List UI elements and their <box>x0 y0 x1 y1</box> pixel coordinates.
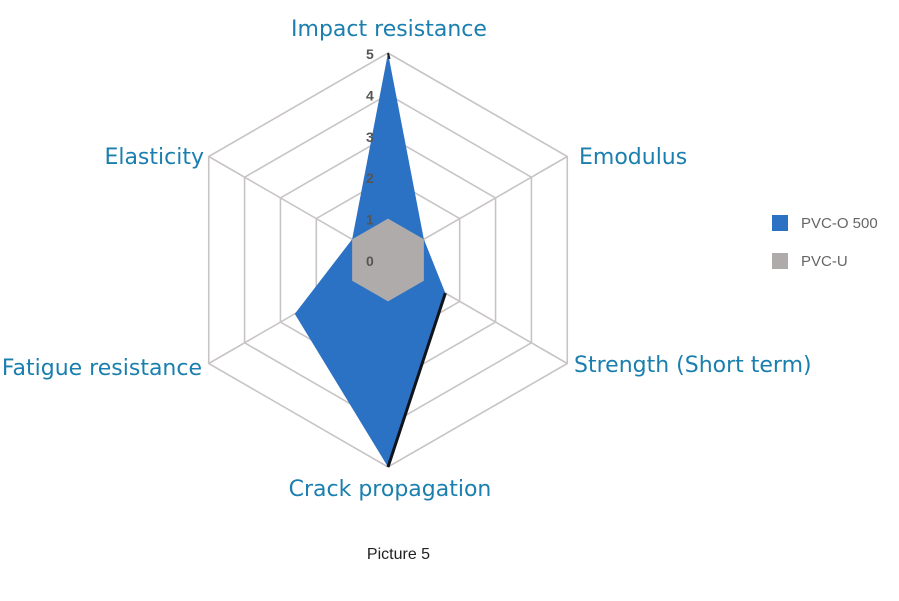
tick-label-0: 0 <box>366 253 374 269</box>
axis-label-4: Fatigue resistance <box>2 356 202 381</box>
tick-label-1: 1 <box>366 212 374 228</box>
legend-item-pvc-u: PVC-U <box>772 248 878 274</box>
radar-tick-labels: 0 1 2 3 4 5 <box>366 46 374 269</box>
axis-label-3: Crack propagation <box>289 477 492 502</box>
tick-label-2: 2 <box>366 170 374 186</box>
series-edge-right <box>386 292 447 468</box>
legend-item-pvc-o-500: PVC-O 500 <box>772 210 878 236</box>
tick-label-4: 4 <box>366 87 374 103</box>
legend-swatch-pvc-u <box>772 253 788 269</box>
figure-caption: Picture 5 <box>366 546 431 563</box>
legend: PVC-O 500 PVC-U <box>772 210 878 286</box>
radar-series <box>294 52 447 468</box>
legend-label-pvc-u: PVC-U <box>801 252 848 270</box>
axis-label-5: Elasticity <box>104 145 204 170</box>
tick-label-3: 3 <box>366 129 374 145</box>
series-area-1 <box>352 218 424 302</box>
legend-label-pvc-o-500: PVC-O 500 <box>801 214 878 232</box>
axis-label-2: Strength (Short term) <box>574 353 812 378</box>
series-edge-top <box>387 52 391 60</box>
axis-label-0: Impact resistance <box>291 17 487 42</box>
tick-label-5: 5 <box>366 46 374 62</box>
legend-swatch-pvc-o-500 <box>772 215 788 231</box>
axis-label-1: Emodulus <box>579 145 687 170</box>
